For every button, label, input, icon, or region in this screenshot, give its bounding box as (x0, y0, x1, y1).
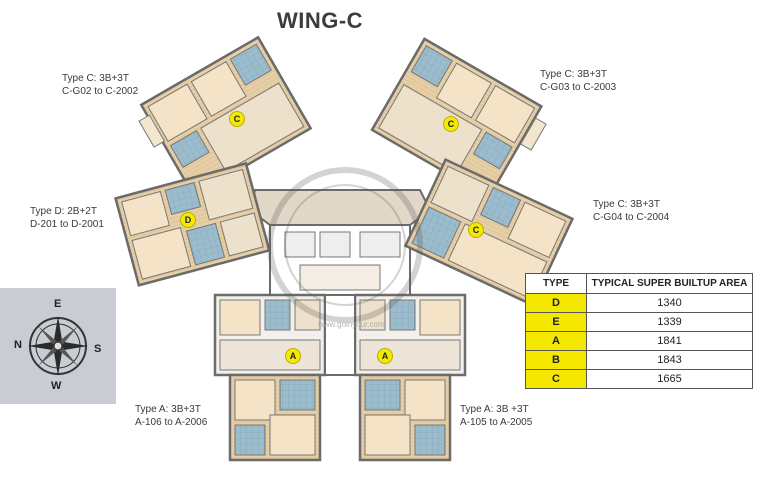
cell-area: 1665 (586, 369, 753, 389)
unit-c-top-left (138, 35, 313, 198)
marker-type-a: A (377, 348, 393, 364)
cell-area: 1340 (586, 293, 753, 313)
marker-type-d: D (180, 212, 196, 228)
lift-core (324, 294, 356, 376)
area-table: TYPE TYPICAL SUPER BUILTUP AREA D 1340 E… (525, 273, 753, 389)
cell-type: B (525, 350, 587, 370)
watermark-text: www.goinyour.com (318, 320, 385, 329)
cell-area: 1339 (586, 312, 753, 332)
cell-type: C (525, 369, 587, 389)
table-header-area: TYPICAL SUPER BUILTUP AREA (586, 273, 753, 294)
compass: E N S W (0, 288, 116, 404)
cell-type: E (525, 312, 587, 332)
cell-type: D (525, 293, 587, 313)
watermark-seal (267, 167, 423, 323)
compass-w: W (51, 380, 62, 392)
table-row: E 1339 (525, 312, 753, 332)
unit-a-bottom-right (353, 293, 467, 462)
compass-n: N (14, 339, 22, 351)
compass-rose-icon (28, 316, 88, 376)
unit-c-right (403, 157, 575, 307)
marker-type-c: C (443, 116, 459, 132)
marker-type-c: C (229, 111, 245, 127)
cell-type: A (525, 331, 587, 351)
table-row: D 1340 (525, 293, 753, 313)
table-row: B 1843 (525, 350, 753, 370)
marker-type-a: A (285, 348, 301, 364)
marker-type-c: C (468, 222, 484, 238)
page-title: WING-C (276, 8, 364, 33)
central-corridor (248, 189, 432, 296)
cell-area: 1843 (586, 350, 753, 370)
cell-area: 1841 (586, 331, 753, 351)
compass-e: E (54, 298, 62, 310)
table-row: A 1841 (525, 331, 753, 351)
table-header-type: TYPE (525, 273, 587, 294)
table-row: C 1665 (525, 369, 753, 389)
unit-a-bottom-left (213, 293, 327, 462)
compass-s: S (94, 343, 102, 355)
